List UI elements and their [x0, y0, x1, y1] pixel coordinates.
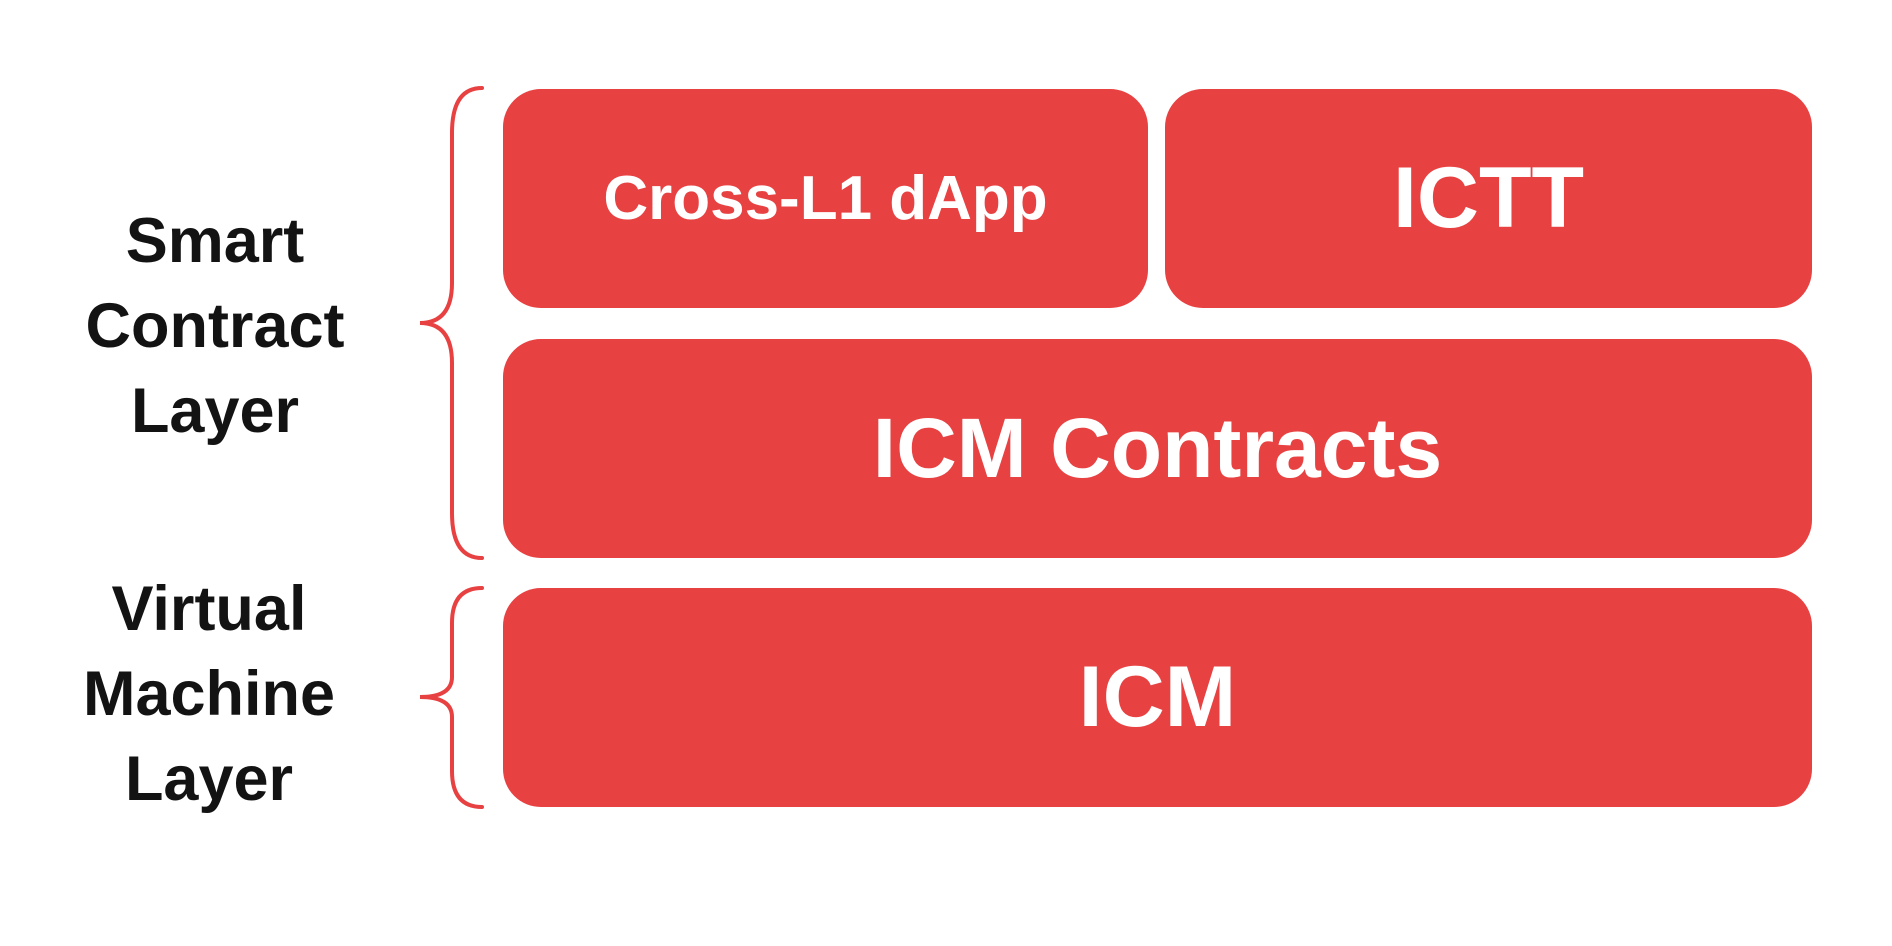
label-line: Virtual: [111, 574, 307, 644]
virtual-machine-layer-label: Virtual Machine Layer: [29, 567, 389, 822]
cross-l1-dapp-box-label: Cross-L1 dApp: [603, 164, 1048, 233]
label-line: Smart: [125, 206, 305, 276]
curly-brace-smart-contract-icon: [419, 86, 484, 560]
ictt-box-label: ICTT: [1392, 150, 1585, 246]
label-line: Layer: [130, 376, 300, 446]
icm-contracts-box: ICM Contracts: [503, 339, 1812, 558]
label-line: Layer: [124, 744, 294, 814]
label-line: Contract: [85, 291, 345, 361]
curly-brace-virtual-machine-icon: [419, 586, 484, 809]
ictt-box: ICTT: [1165, 89, 1812, 308]
label-line: Machine: [82, 659, 336, 729]
icm-contracts-box-label: ICM Contracts: [872, 401, 1443, 495]
cross-l1-dapp-box: Cross-L1 dApp: [503, 89, 1148, 308]
icm-box-label: ICM: [1078, 649, 1237, 745]
icm-box: ICM: [503, 588, 1812, 807]
smart-contract-layer-label: Smart Contract Layer: [35, 199, 395, 454]
